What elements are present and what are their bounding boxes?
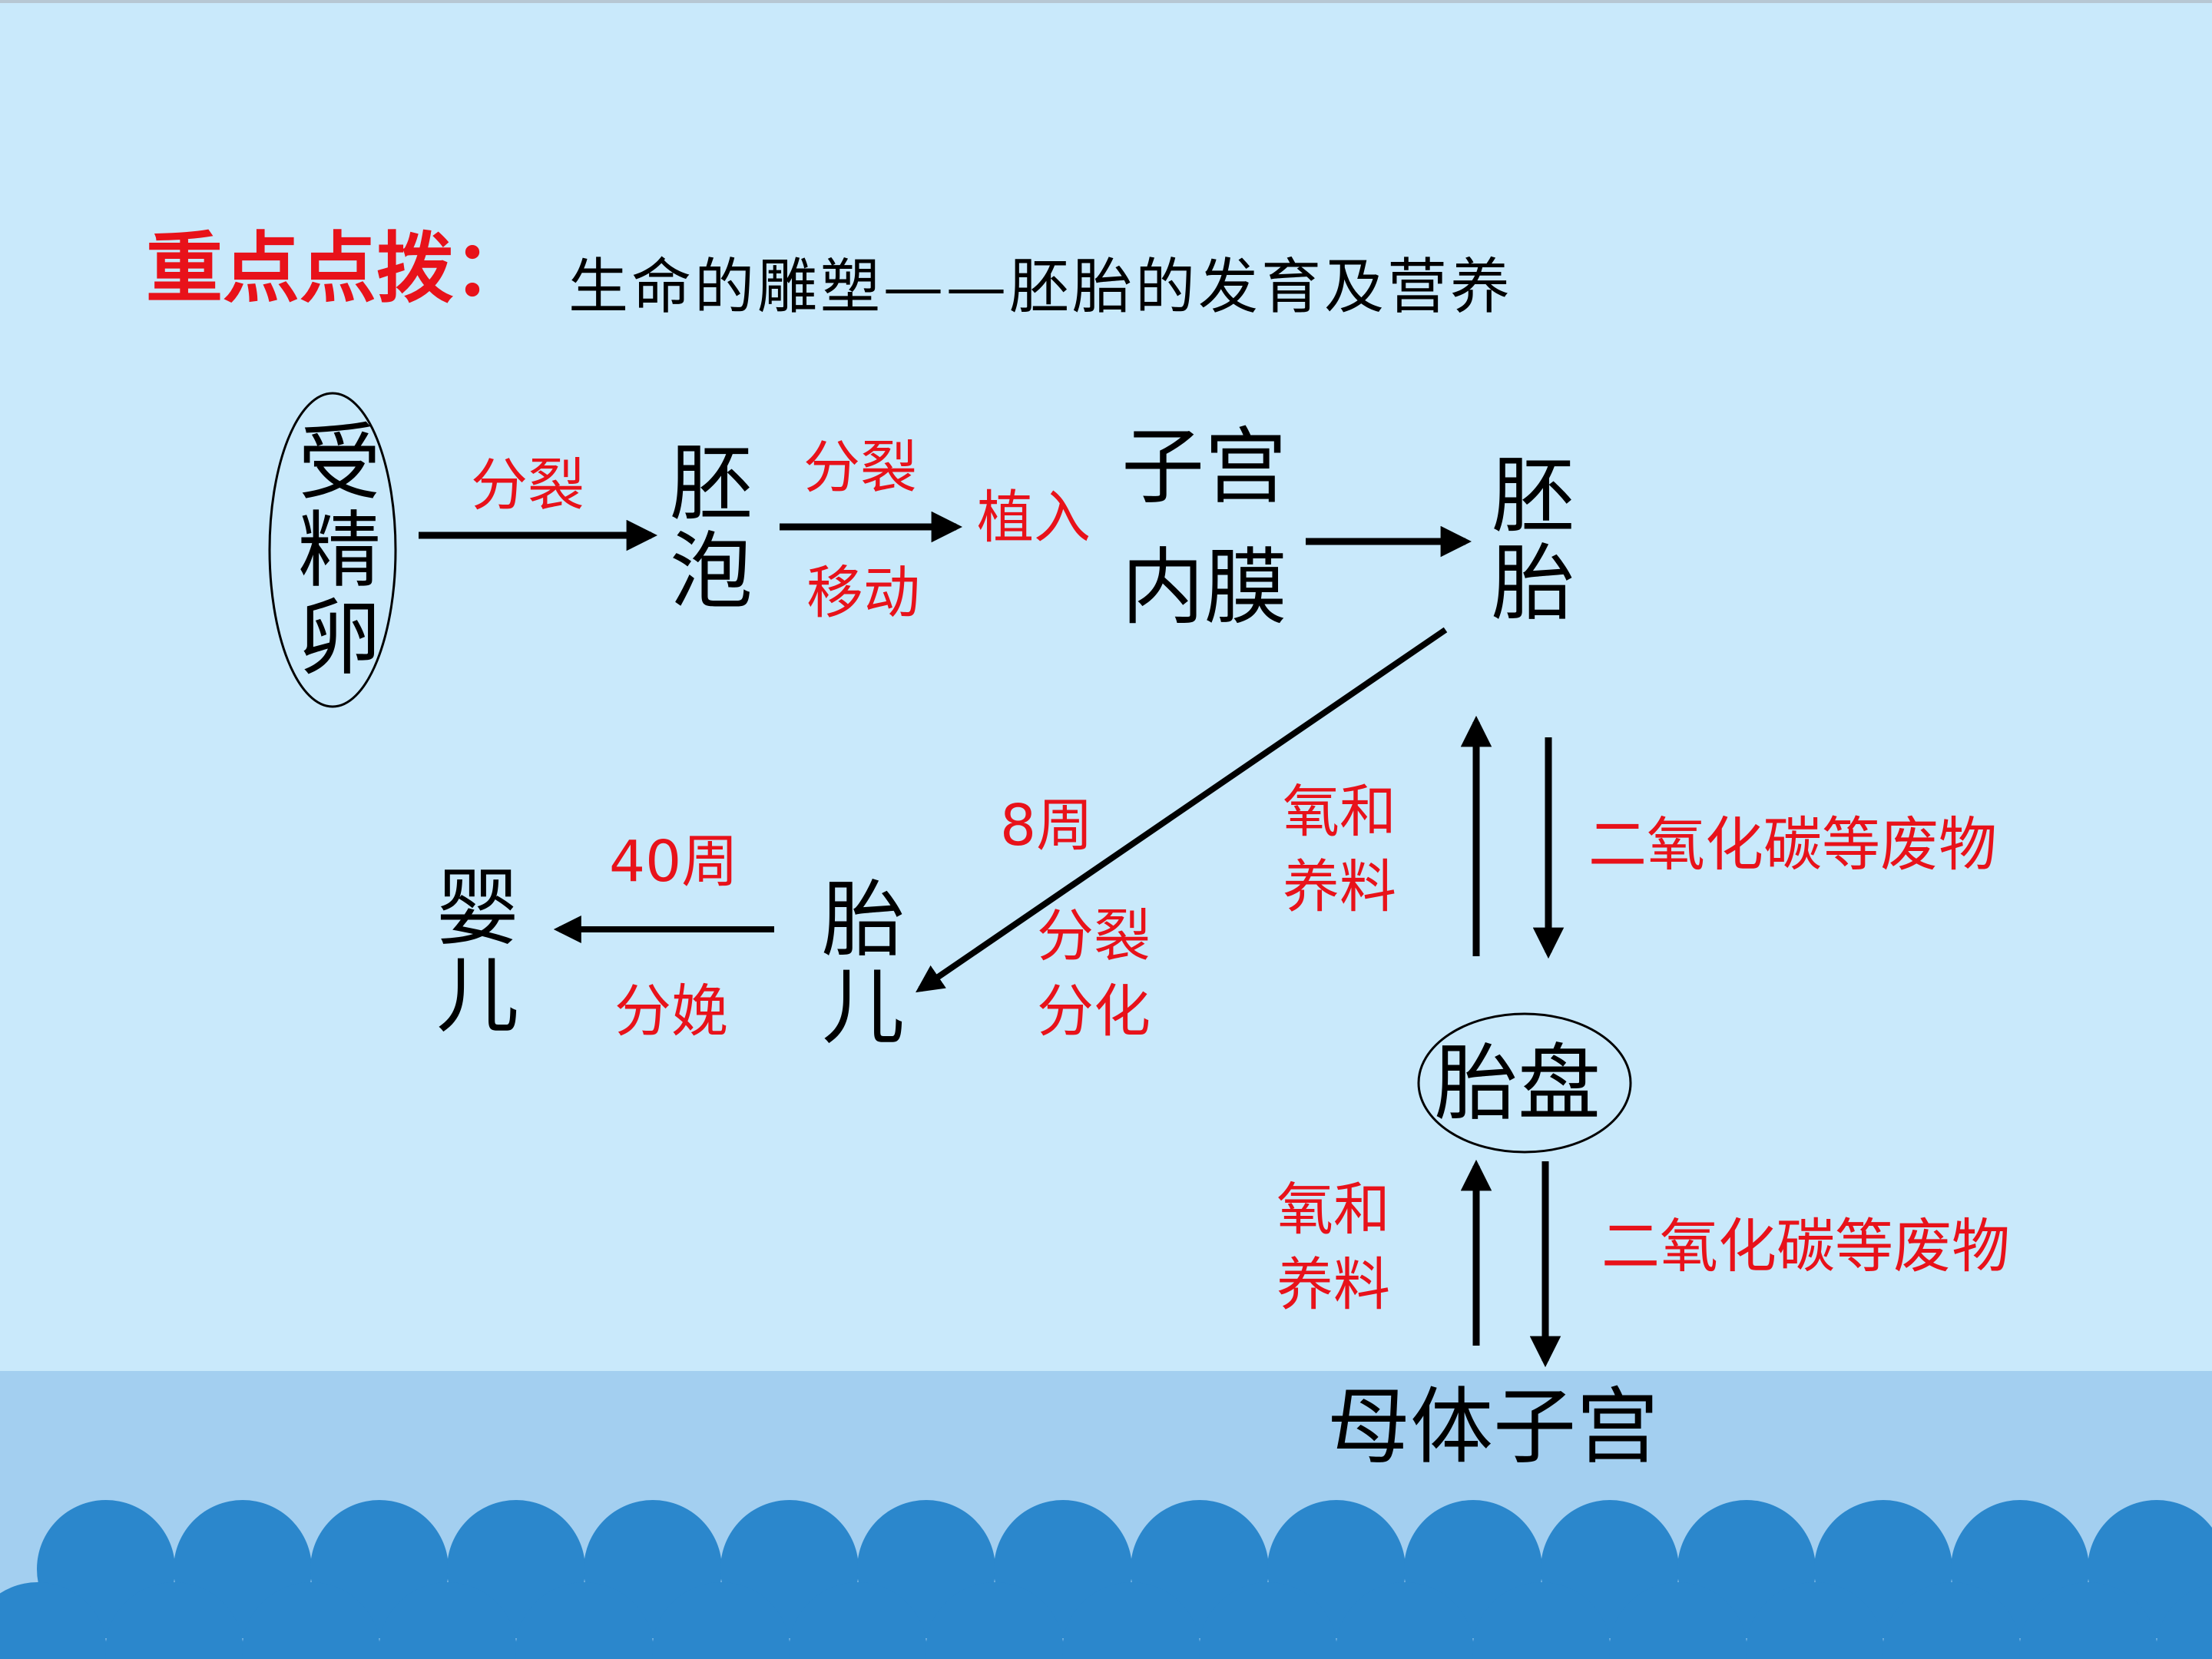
node-blastocyst: 胚泡 (656, 439, 752, 614)
placenta-outline (1417, 1012, 1632, 1154)
label-fetus-to-baby-time: 40周 (609, 829, 739, 895)
title-key: 重点点拨： (146, 224, 530, 313)
node-embryo: 胚胎 (1478, 452, 1574, 627)
label-fetus-to-baby-process: 分娩 (614, 979, 728, 1045)
label-upper-in-line1: 氧和 (1283, 779, 1396, 845)
node-mother-uterus: 母体子宫 (1327, 1379, 1660, 1475)
node-placenta: 胎盘 (1435, 1036, 1601, 1132)
node-fertilized-egg: 受精卵 (284, 419, 380, 681)
label-embryo-to-fetus-process2: 分化 (1037, 979, 1151, 1045)
label-implant: 植入 (977, 485, 1091, 551)
wave-pattern (0, 1500, 2212, 1659)
label-lower-in-line1: 氧和 (1277, 1177, 1390, 1243)
node-baby: 婴儿 (422, 864, 518, 1039)
label-embryo-to-fetus-process1: 分裂 (1037, 903, 1151, 969)
fertilized-egg-outline (268, 392, 397, 708)
title-subtitle: 生命的雕塑——胚胎的发育及营养 (568, 253, 1514, 322)
label-lower-out: 二氧化碳等废物 (1601, 1212, 2010, 1280)
label-upper-in-line2: 养料 (1283, 854, 1396, 920)
label-egg-to-blastocyst: 分裂 (471, 452, 584, 518)
node-endometrium-line1: 子宫 (1121, 419, 1288, 515)
arrow-embryo-to-fetus (916, 627, 1448, 993)
label-blastocyst-bottom: 移动 (806, 560, 920, 626)
label-blastocyst-top: 分裂 (803, 435, 917, 501)
label-lower-in-line2: 养料 (1277, 1252, 1390, 1318)
node-fetus: 胎儿 (808, 876, 904, 1051)
label-embryo-to-fetus-time: 8周 (1000, 793, 1094, 859)
label-upper-out: 二氧化碳等废物 (1588, 810, 1997, 879)
node-endometrium-line2: 内膜 (1121, 540, 1288, 636)
top-edge-line (0, 0, 2212, 3)
